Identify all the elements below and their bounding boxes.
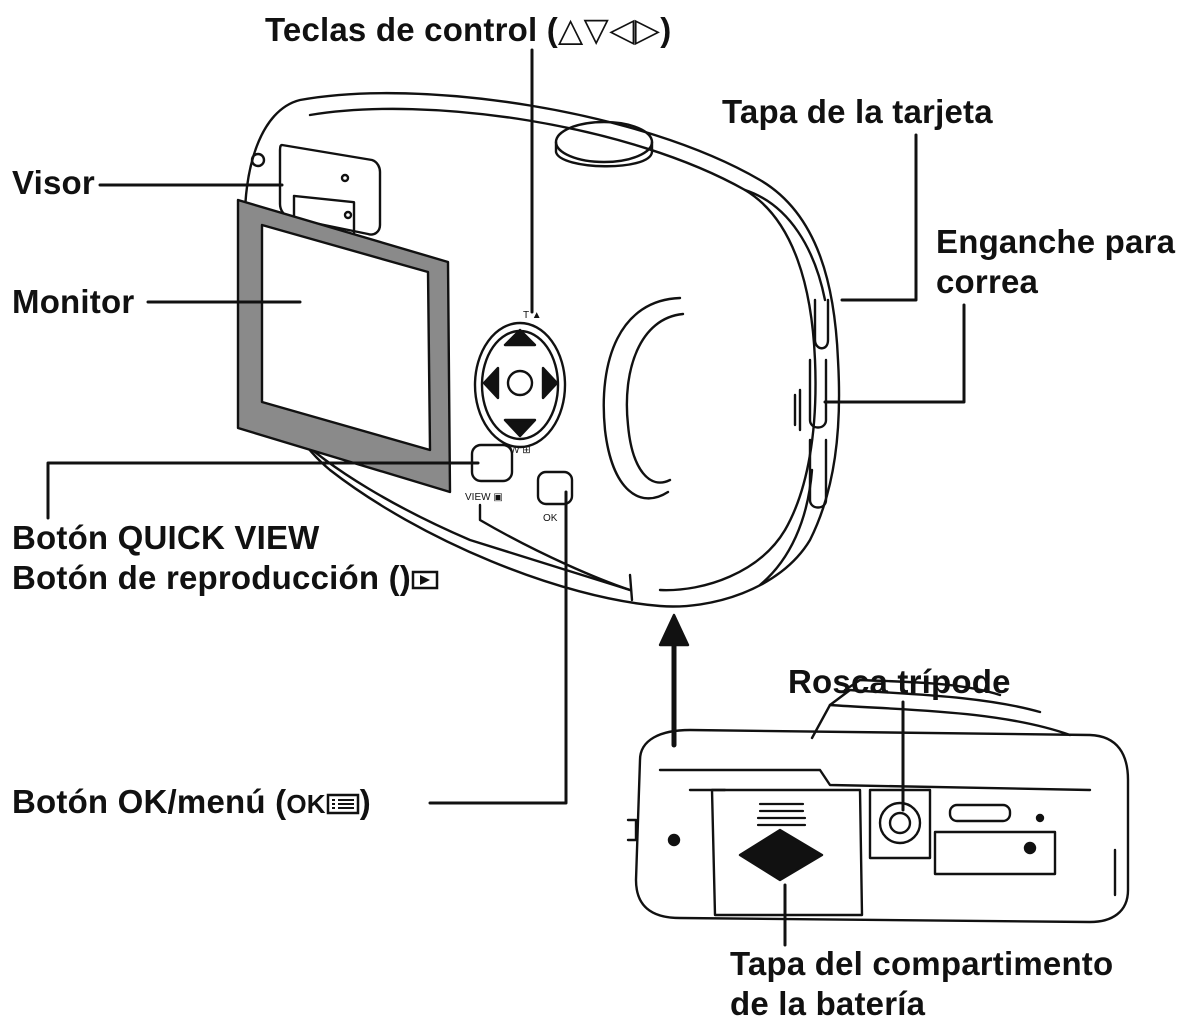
quick-view-button-shape: VIEW ▣ — [465, 443, 514, 503]
label-battery-cover-line2: de la batería — [730, 985, 926, 1022]
label-strap-eyelet-line2: correa — [936, 263, 1039, 300]
label-quick-view-line1: Botón QUICK VIEW — [12, 519, 320, 556]
svg-text:OK: OK — [543, 513, 558, 524]
battery-cover-shape — [710, 788, 864, 917]
label-monitor: Monitor — [12, 283, 135, 320]
view-arrow — [658, 613, 690, 748]
menu-icon — [326, 794, 359, 815]
label-viewfinder: Visor — [12, 164, 95, 201]
label-strap-eyelet-line1: Enganche para — [936, 223, 1176, 260]
label-ok-menu: Botón OK/menú (OK) — [12, 782, 371, 824]
svg-text:VIEW ▣: VIEW ▣ — [465, 492, 503, 503]
playback-icon — [411, 571, 439, 590]
monitor-screen — [236, 198, 452, 494]
label-control-keys-text: Teclas de control ( — [265, 11, 558, 48]
camera-bottom-view — [626, 678, 1130, 924]
side-connectors — [793, 298, 830, 509]
label-ok-menu-text: Botón OK/menú ( — [12, 783, 287, 820]
leader-lines — [46, 48, 966, 947]
label-card-cover: Tapa de la tarjeta — [722, 93, 993, 130]
svg-text:T ▲: T ▲ — [523, 310, 542, 321]
label-control-keys-close: ) — [660, 11, 672, 48]
shutter-button — [554, 120, 654, 164]
label-ok-menu-close: ) — [359, 783, 371, 820]
label-quick-view-line2: Botón de reproducción () — [12, 558, 439, 598]
ok-button-shape: OK — [536, 470, 574, 524]
svg-text:W ⊞: W ⊞ — [510, 445, 531, 456]
label-ok-menu-ok: OK — [286, 789, 326, 819]
tripod-socket-shape — [868, 788, 932, 860]
camera-bottom-body — [634, 728, 1130, 924]
label-battery-cover-line1: Tapa del compartimento — [730, 945, 1114, 982]
control-pad: T ▲ W ⊞ — [473, 310, 567, 456]
label-quick-view-line2-close: ) — [399, 559, 411, 596]
label-tripod-socket: Rosca trípode — [788, 663, 1011, 700]
label-quick-view-line2-text: Botón de reproducción ( — [12, 559, 400, 596]
label-control-keys: Teclas de control (△▽◁▷) — [265, 10, 671, 50]
arrow-keys-glyphs: △▽◁▷ — [557, 11, 661, 48]
